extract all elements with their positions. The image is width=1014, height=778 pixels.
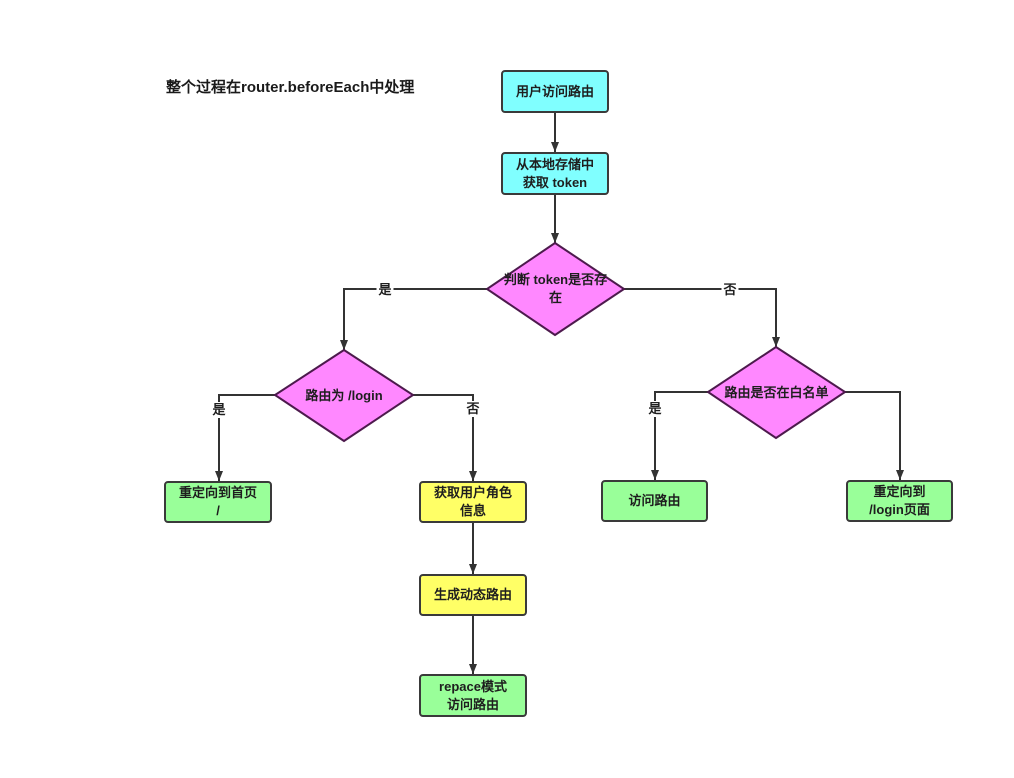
node-label-line: 重定向到首页 xyxy=(178,485,257,500)
decision-label-line: 路由为 /login xyxy=(305,387,383,403)
node-redirect-home: 重定向到首页 / xyxy=(164,481,272,523)
node-generate-routes: 生成动态路由 xyxy=(419,574,527,616)
node-label-line: repace模式 xyxy=(439,678,507,694)
decision-label-line: 在 xyxy=(548,290,562,305)
decision-is-login-shape xyxy=(273,348,415,443)
node-label-line: 访问路由 xyxy=(446,696,499,712)
decision-whitelist-label: 路由是否在白名单 xyxy=(708,347,845,438)
decision-is-login-label: 路由为 /login xyxy=(275,350,413,441)
connector-token-yes xyxy=(340,288,487,350)
diagram-title: 整个过程在router.beforeEach中处理 xyxy=(166,79,415,96)
edge-label-login-no: 否 xyxy=(464,401,482,417)
node-label-line: 信息 xyxy=(459,503,486,518)
node-label-line: 获取 token xyxy=(522,174,588,190)
node-label-line: 生成动态路由 xyxy=(433,587,512,602)
edge-label-login-yes: 是 xyxy=(210,402,228,418)
node-label-line: 获取用户角色 xyxy=(433,485,512,500)
node-visit-whitelisted: 访问路由 xyxy=(601,480,708,522)
connector-whitelist-no xyxy=(845,391,904,480)
node-label-line: / xyxy=(216,503,220,518)
connector-login-no xyxy=(413,394,477,481)
connector-login-yes xyxy=(215,394,275,481)
node-redirect-login: 重定向到 /login页面 xyxy=(846,480,953,522)
decision-whitelist-shape xyxy=(706,345,847,440)
edge-label-token-no: 否 xyxy=(721,282,739,298)
node-label-line: 用户访问路由 xyxy=(515,83,594,99)
edge-label-token-yes: 是 xyxy=(376,282,394,298)
node-get-user-role: 获取用户角色 信息 xyxy=(419,481,527,523)
decision-label-line: 路由是否在白名单 xyxy=(724,384,829,400)
node-label-line: 从本地存储中 xyxy=(515,156,594,172)
connector-whitelist-yes xyxy=(651,391,708,480)
connector-token-no xyxy=(624,288,780,347)
decision-token-exists-label: 判断 token是否存 在 xyxy=(487,243,624,335)
node-get-token: 从本地存储中 获取 token xyxy=(501,152,609,195)
node-label-line: 访问路由 xyxy=(628,493,681,508)
edge-label-whitelist-yes: 是 xyxy=(646,401,664,417)
node-visit-route: 用户访问路由 xyxy=(501,70,609,113)
node-label-line: 重定向到 xyxy=(873,484,926,499)
decision-token-exists-shape xyxy=(485,241,626,337)
decision-label-line: 判断 token是否存 xyxy=(503,272,608,287)
node-replace-visit: repace模式 访问路由 xyxy=(419,674,527,717)
node-label-line: /login页面 xyxy=(869,502,930,517)
